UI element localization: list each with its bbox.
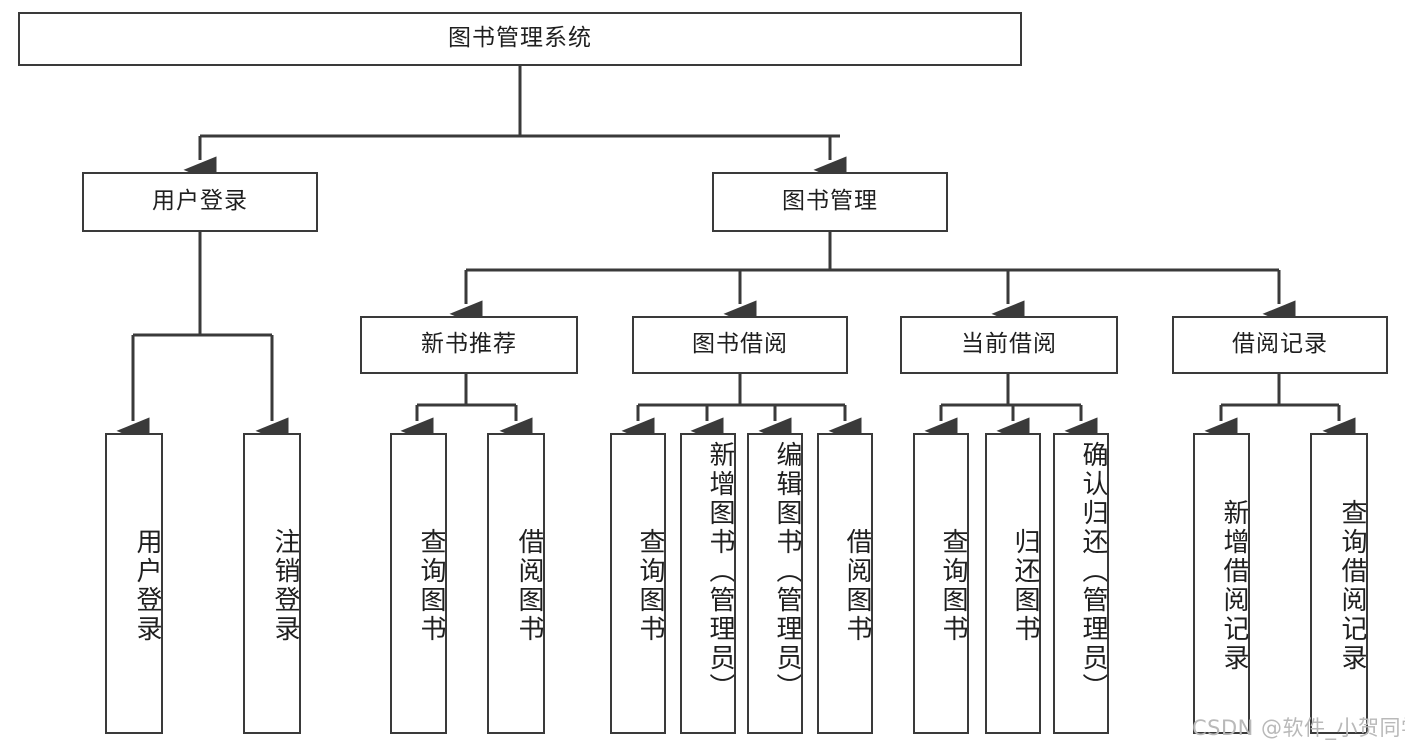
node-leaf-user-login[interactable]: 用户登录 [105,433,163,734]
node-new-book-recommendation[interactable]: 新书推荐 [360,316,578,374]
node-label: 查询借阅记录 [1337,498,1367,673]
node-book-borrowing[interactable]: 图书借阅 [632,316,848,374]
node-leaf-query-book-recommendation[interactable]: 查询图书 [390,433,447,734]
node-label: 确认归还（管理员） [1078,441,1108,702]
node-label: 编辑图书（管理员） [772,441,802,702]
node-label: 借阅记录 [1232,331,1328,358]
node-label: 图书借阅 [692,331,788,358]
node-leaf-confirm-return-admin[interactable]: 确认归还（管理员） [1053,433,1109,734]
node-label: 用户登录 [132,527,162,644]
node-label: 查询图书 [938,527,968,644]
node-leaf-add-book-admin[interactable]: 新增图书（管理员） [680,433,736,734]
node-label: 新增借阅记录 [1219,498,1249,673]
node-label: 当前借阅 [961,331,1057,358]
node-label: 图书管理系统 [448,25,592,52]
node-leaf-query-borrow-record[interactable]: 查询借阅记录 [1310,433,1368,734]
node-label: 新书推荐 [421,331,517,358]
node-leaf-return-book[interactable]: 归还图书 [985,433,1041,734]
node-label: 借阅图书 [514,527,544,644]
node-leaf-edit-book-admin[interactable]: 编辑图书（管理员） [747,433,803,734]
node-label: 借阅图书 [842,527,872,644]
node-user-login[interactable]: 用户登录 [82,172,318,232]
node-leaf-add-borrow-record[interactable]: 新增借阅记录 [1193,433,1250,734]
node-book-management[interactable]: 图书管理 [712,172,948,232]
node-label: 注销登录 [270,527,300,644]
node-label: 新增图书（管理员） [705,441,735,702]
node-label: 用户登录 [152,188,248,215]
node-leaf-query-book-current[interactable]: 查询图书 [913,433,969,734]
node-leaf-borrow-book[interactable]: 借阅图书 [817,433,873,734]
node-leaf-query-book-borrowing[interactable]: 查询图书 [610,433,666,734]
node-leaf-borrow-book-recommendation[interactable]: 借阅图书 [487,433,545,734]
node-label: 查询图书 [416,527,446,644]
node-label: 查询图书 [635,527,665,644]
csdn-watermark: CSDN @软件_小贺同学 [1192,712,1405,742]
node-leaf-logout[interactable]: 注销登录 [243,433,301,734]
node-current-borrowing[interactable]: 当前借阅 [900,316,1118,374]
watermark-text: CSDN @软件_小贺同学 [1192,716,1405,740]
node-label: 图书管理 [782,188,878,215]
node-label: 归还图书 [1010,527,1040,644]
node-borrowing-records[interactable]: 借阅记录 [1172,316,1388,374]
node-root-book-management-system[interactable]: 图书管理系统 [18,12,1022,66]
